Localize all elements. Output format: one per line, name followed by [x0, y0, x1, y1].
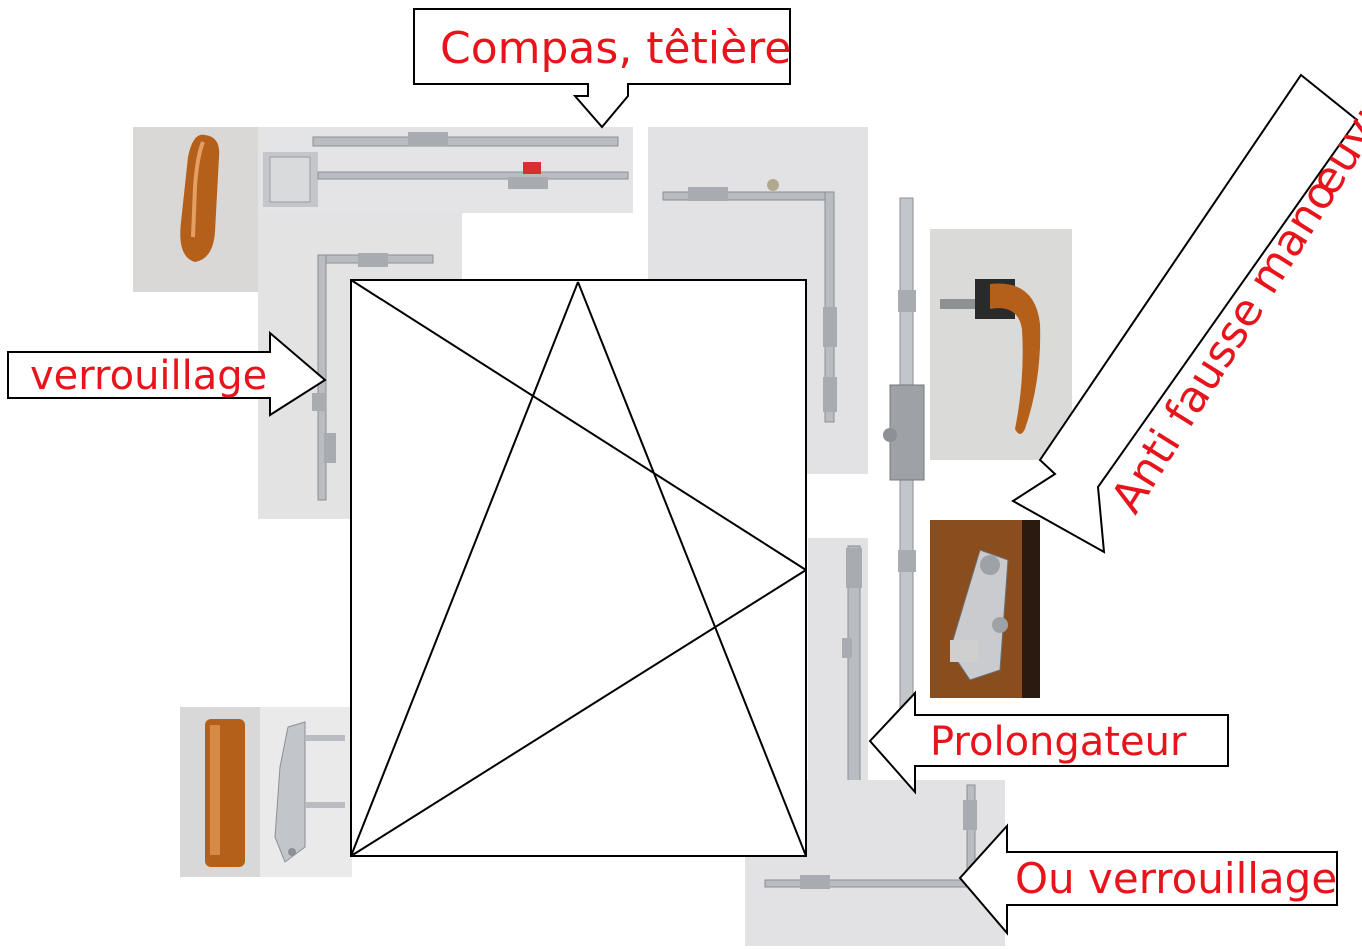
label-verrouillage: verrouillage [30, 353, 268, 399]
window-frame [350, 279, 807, 857]
espagnolette-rod-photo [870, 180, 940, 710]
turn-line-top [350, 279, 807, 571]
handle-photo-brown-side [133, 127, 263, 292]
compas-photo-top [258, 127, 633, 213]
anti-fausse-callout-arrow [1011, 73, 1359, 554]
window-handle-photo-brown [930, 229, 1072, 460]
tilt-line-left [350, 281, 579, 857]
prolongateur-callout-arrow [868, 690, 1229, 795]
anti-fausse-manoeuvre-photo [930, 520, 1040, 698]
label-compas-tetiere: Compas, têtière [440, 23, 792, 74]
label-ou-verrouillage: Ou verrouillage [1015, 854, 1338, 903]
hinge-bracket-photo [260, 707, 352, 877]
tilt-line-right [577, 281, 807, 857]
compas-callout-arrow [413, 8, 791, 129]
label-prolongateur: Prolongateur [930, 719, 1187, 765]
handle-cover-photo-brown [180, 707, 260, 877]
turn-line-bottom [350, 569, 807, 857]
ou-verrouillage-callout-arrow [958, 823, 1338, 936]
verrouillage-callout-arrow [7, 330, 327, 417]
